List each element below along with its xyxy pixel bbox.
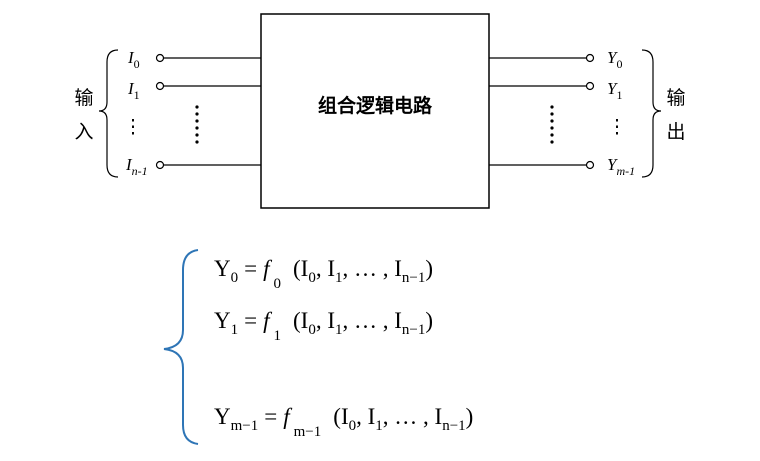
output-brace xyxy=(641,49,662,178)
equation-1: Y1=f1(I0, I1, … , In−1) xyxy=(214,308,433,344)
input-group-label-bottom: 入 xyxy=(74,121,93,143)
output-label-m: Ym-1 xyxy=(607,155,635,178)
input-brace xyxy=(98,49,119,178)
output-dots-column xyxy=(550,105,554,144)
input-lines xyxy=(155,53,261,170)
output-vdots: ⋮ xyxy=(608,117,627,138)
output-terminal-m xyxy=(585,160,595,170)
logic-block xyxy=(260,13,490,209)
input-terminal-n xyxy=(155,160,165,170)
equation-m: Ym−1=fm−1(I0, I1, … , In−1) xyxy=(214,404,473,440)
equation-0: Y0=f0(I0, I1, … , In−1) xyxy=(214,256,433,292)
output-label-0: Y0 xyxy=(607,48,622,71)
output-terminal-0 xyxy=(585,53,595,63)
output-label-1: Y1 xyxy=(607,79,622,102)
input-label-1: I1 xyxy=(127,79,140,102)
output-lines xyxy=(489,53,595,170)
input-label-0: I0 xyxy=(127,48,140,71)
input-dots-column xyxy=(195,105,199,144)
equation-brace xyxy=(163,249,199,445)
input-terminal-1 xyxy=(155,81,165,91)
input-vdots: ⋮ xyxy=(124,117,143,138)
input-terminal-0 xyxy=(155,53,165,63)
block-label: 组合逻辑电路 xyxy=(318,94,433,117)
output-terminal-1 xyxy=(585,81,595,91)
input-label-n: In-1 xyxy=(125,155,148,178)
output-group-label-bottom: 出 xyxy=(666,121,685,143)
input-group-label-top: 输 xyxy=(74,87,93,109)
output-group-label-top: 输 xyxy=(666,87,685,109)
